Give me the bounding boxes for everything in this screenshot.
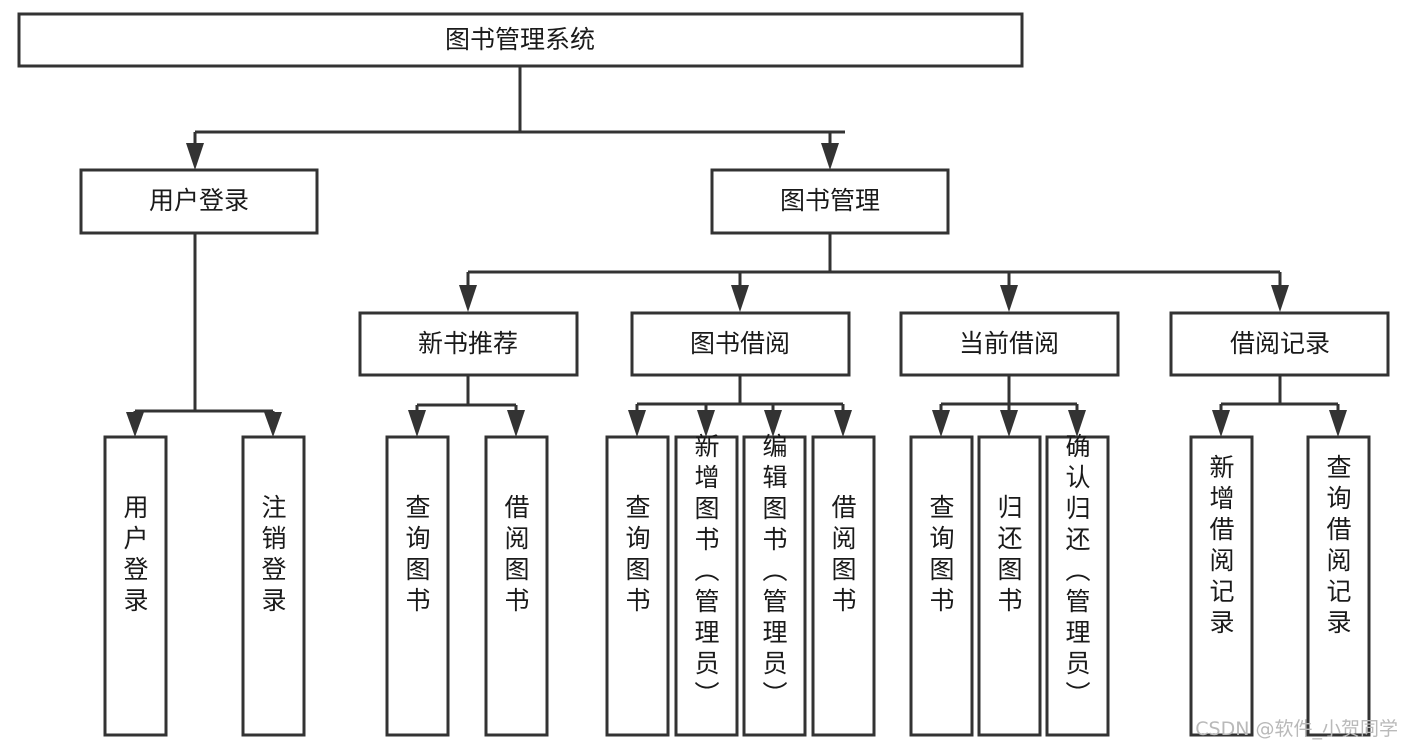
arrow-head-borrow-record-leaf2 (1329, 410, 1347, 437)
node-new-book-recommend-label: 新书推荐 (418, 329, 518, 358)
leaf-new-book-1[interactable]: 借阅图书 (484, 435, 549, 737)
node-current-borrow-label: 当前借阅 (959, 329, 1059, 358)
node-borrow-record[interactable]: 借阅记录 (1169, 311, 1390, 377)
leaf-borrow-record-0[interactable]: 新增借阅记录 (1189, 435, 1254, 737)
arrow-head-new-book (459, 285, 477, 312)
leaf-borrow-record-1-box[interactable] (1306, 435, 1371, 737)
node-root-box[interactable] (17, 12, 1024, 68)
arrow-head-book-manage (821, 143, 839, 170)
connectors (126, 66, 1347, 437)
node-book-borrow[interactable]: 图书借阅 (630, 311, 851, 377)
node-borrow-record-label: 借阅记录 (1230, 329, 1330, 358)
node-current-borrow[interactable]: 当前借阅 (899, 311, 1120, 377)
arrow-head-current-borrow-leaf1 (932, 410, 950, 437)
leaf-book-borrow-2-label: 编辑图书︵管理员︶ (762, 432, 787, 709)
leaf-book-borrow-1[interactable]: 新增图书︵管理员︶ (674, 432, 739, 737)
arrow-head-current-borrow-leaf2 (1000, 410, 1018, 437)
arrow-head-book-borrow-leaf3 (764, 410, 782, 437)
node-root[interactable]: 图书管理系统 (17, 12, 1024, 68)
arrow-head-book-borrow (731, 285, 749, 312)
leaf-book-borrow-0[interactable]: 查询图书 (605, 435, 670, 737)
leaf-current-borrow-2[interactable]: 确认归还︵管理员︶ (1045, 432, 1110, 737)
node-book-manage-label: 图书管理 (780, 186, 880, 215)
leaf-book-borrow-0-box[interactable] (605, 435, 670, 737)
arrow-head-borrow-record (1271, 285, 1289, 312)
node-new-book-recommend-box[interactable] (358, 311, 579, 377)
leaf-user-login-1-box[interactable] (241, 435, 306, 737)
arrow-head-current-borrow (1000, 285, 1018, 312)
leaf-user-login-0-box[interactable] (103, 435, 168, 737)
leaf-user-login-0-label: 用户登录 (123, 493, 148, 615)
arrow-head-borrow-record-leaf1 (1212, 410, 1230, 437)
leaf-book-borrow-2[interactable]: 编辑图书︵管理员︶ (742, 432, 807, 737)
node-book-manage[interactable]: 图书管理 (710, 168, 950, 235)
arrow-head-new-book-leaf2 (507, 410, 525, 437)
csdn-watermark: CSDN @软件_小贺同学 (1195, 718, 1398, 740)
arrow-head-current-borrow-leaf3 (1068, 410, 1086, 437)
arrow-head-user-login-leaf2 (264, 412, 282, 437)
leaf-book-borrow-0-label: 查询图书 (625, 493, 650, 615)
arrow-head-user-login-leaf1 (126, 412, 144, 437)
leaf-borrow-record-0-box[interactable] (1189, 435, 1254, 737)
leaf-current-borrow-1[interactable]: 归还图书 (977, 435, 1042, 737)
node-borrow-record-box[interactable] (1169, 311, 1390, 377)
leaf-book-borrow-3[interactable]: 借阅图书 (811, 435, 876, 737)
leaf-borrow-record-0-label: 新增借阅记录 (1209, 453, 1234, 637)
leaf-borrow-record-1[interactable]: 查询借阅记录 (1306, 435, 1371, 737)
leaf-current-borrow-1-box[interactable] (977, 435, 1042, 737)
node-book-borrow-box[interactable] (630, 311, 851, 377)
leaf-current-borrow-1-label: 归还图书 (997, 493, 1022, 615)
leaf-new-book-0-label: 查询图书 (405, 493, 430, 615)
leaf-book-borrow-3-label: 借阅图书 (831, 493, 856, 615)
leaf-borrow-record-1-label: 查询借阅记录 (1326, 453, 1351, 637)
node-user-login[interactable]: 用户登录 (79, 168, 319, 235)
node-current-borrow-box[interactable] (899, 311, 1120, 377)
leaf-user-login-1[interactable]: 注销登录 (241, 435, 306, 737)
leaf-book-borrow-1-box[interactable] (674, 435, 739, 737)
node-book-borrow-label: 图书借阅 (690, 329, 790, 358)
leaf-user-login-0[interactable]: 用户登录 (103, 435, 168, 737)
arrow-head-book-borrow-leaf1 (628, 410, 646, 437)
node-root-label: 图书管理系统 (445, 25, 595, 54)
node-user-login-label: 用户登录 (149, 186, 249, 215)
arrow-head-book-borrow-leaf2 (697, 410, 715, 437)
node-new-book-recommend[interactable]: 新书推荐 (358, 311, 579, 377)
arrow-head-new-book-leaf1 (408, 410, 426, 437)
leaf-book-borrow-2-box[interactable] (742, 435, 807, 737)
leaf-current-borrow-2-box[interactable] (1045, 435, 1110, 737)
leaf-book-borrow-3-box[interactable] (811, 435, 876, 737)
node-book-manage-box[interactable] (710, 168, 950, 235)
leaf-current-borrow-0-label: 查询图书 (929, 493, 954, 615)
leaf-new-book-1-box[interactable] (484, 435, 549, 737)
leaf-new-book-0[interactable]: 查询图书 (385, 435, 450, 737)
leaf-new-book-0-box[interactable] (385, 435, 450, 737)
arrow-head-user-login (186, 143, 204, 170)
node-user-login-box[interactable] (79, 168, 319, 235)
leaf-current-borrow-0[interactable]: 查询图书 (909, 435, 974, 737)
arrow-head-book-borrow-leaf4 (834, 410, 852, 437)
leaf-current-borrow-0-box[interactable] (909, 435, 974, 737)
leaf-user-login-1-label: 注销登录 (261, 493, 286, 615)
leaf-new-book-1-label: 借阅图书 (504, 493, 529, 615)
leaf-book-borrow-1-label: 新增图书︵管理员︶ (694, 432, 719, 709)
leaf-current-borrow-2-label: 确认归还︵管理员︶ (1065, 432, 1090, 709)
